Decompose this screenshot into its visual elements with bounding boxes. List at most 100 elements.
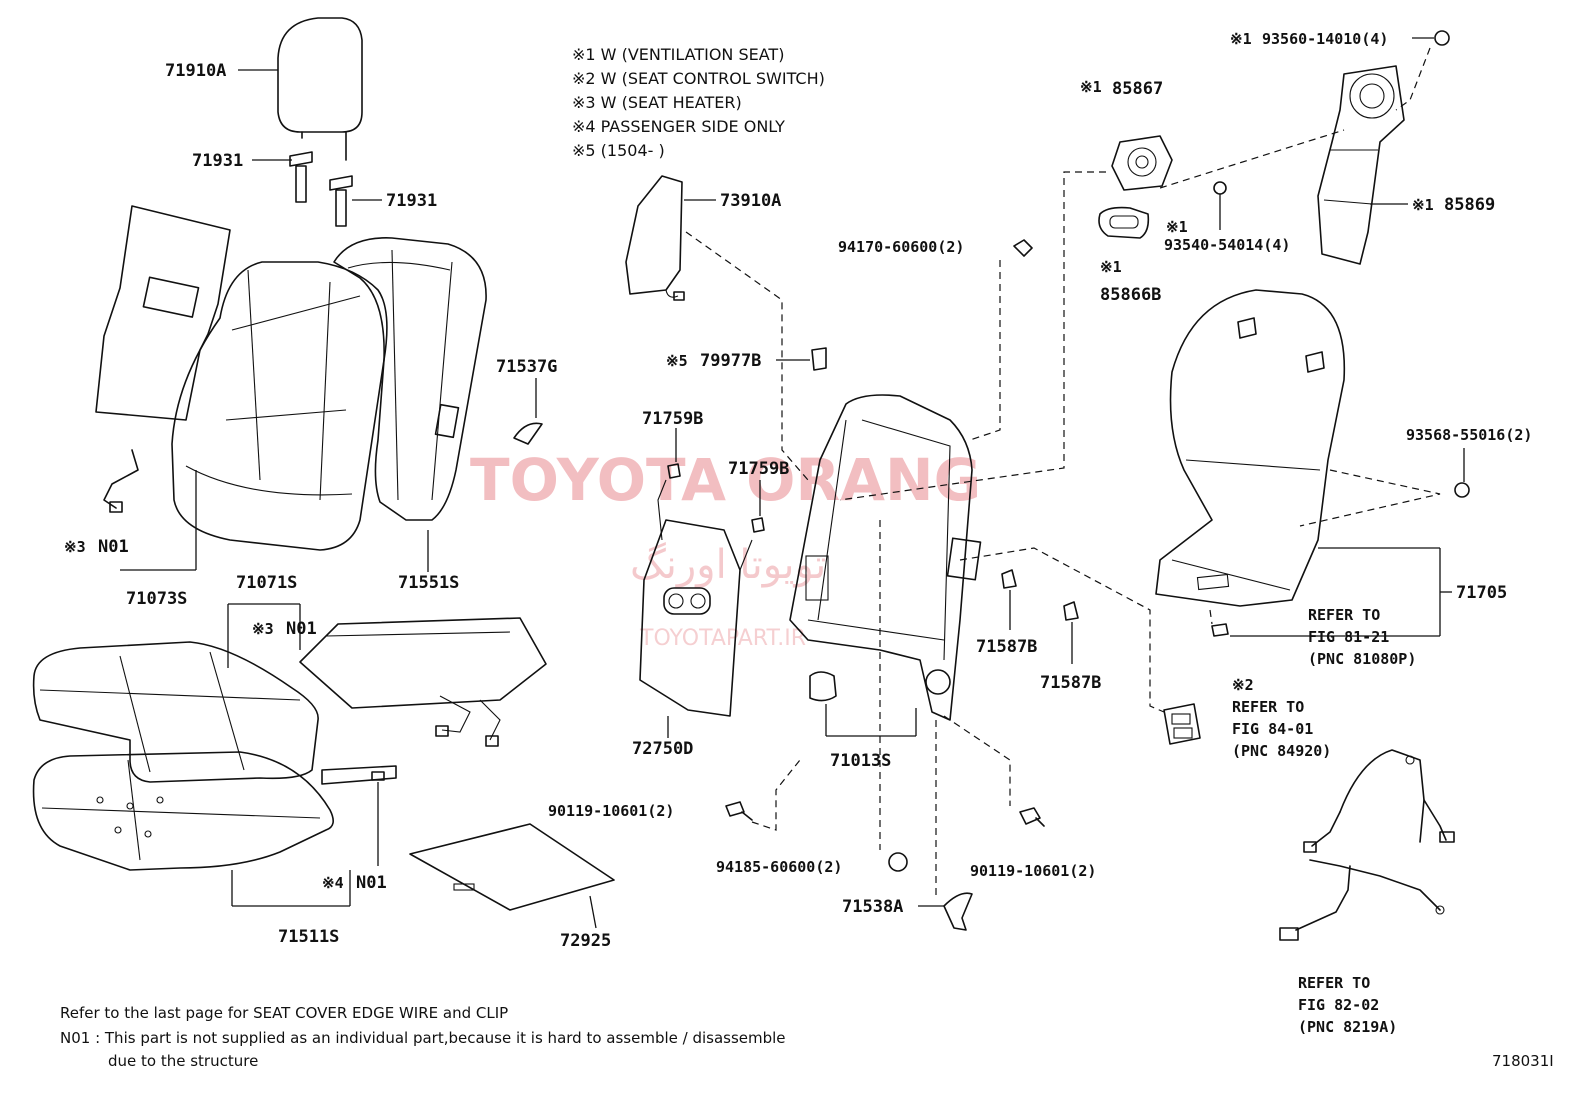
mark-N01-c: ※4 xyxy=(322,874,344,892)
part-94185-drawing xyxy=(879,520,908,872)
label-85866B: 85866B xyxy=(1100,285,1161,305)
label-71073S: 71073S xyxy=(126,589,187,609)
label-71759B-a: 71759B xyxy=(642,409,703,429)
seatback-heater-drawing xyxy=(95,205,231,571)
note-3: ※3 W (SEAT HEATER) xyxy=(572,93,742,112)
seatback-frame-drawing xyxy=(789,394,982,737)
watermark-site: TOYOTAPART.IR xyxy=(639,626,806,651)
label-72925: 72925 xyxy=(560,931,611,951)
cushion-pad-drawing xyxy=(32,751,351,907)
mark-switch: ※2 xyxy=(1232,676,1254,694)
part-71538A-drawing xyxy=(918,720,973,931)
label-N01-c: N01 xyxy=(356,873,387,893)
note-4: ※4 PASSENGER SIDE ONLY xyxy=(572,117,785,136)
label-79977B: 79977B xyxy=(700,351,761,371)
wire-harness-drawing xyxy=(1279,749,1455,941)
label-71705: 71705 xyxy=(1456,583,1507,603)
refer-84-line2: FIG 84-01 xyxy=(1232,720,1313,738)
label-85867: 85867 xyxy=(1112,79,1163,99)
part-93540-drawing xyxy=(1213,181,1227,230)
refer-81-line1: REFER TO xyxy=(1308,606,1380,624)
label-71910A: 71910A xyxy=(165,61,226,81)
refer-fig-82-02: REFER TO FIG 82-02 (PNC 8219A) xyxy=(1298,974,1397,1036)
label-94185: 94185-60600(2) xyxy=(716,858,842,876)
figure-id: 718031I xyxy=(1492,1052,1554,1070)
seatback-board-drawing xyxy=(1155,289,1452,637)
mark-93540: ※1 xyxy=(1166,218,1188,236)
label-71071S: 71071S xyxy=(236,573,297,593)
label-90119-a: 90119-10601(2) xyxy=(548,802,674,820)
watermark-farsi: تویوتا اورنگ xyxy=(630,542,826,588)
refer-81-line2: FIG 81-21 xyxy=(1308,628,1389,646)
label-93560: 93560-14010(4) xyxy=(1262,30,1388,48)
cushion-heater-drawing xyxy=(299,617,547,747)
refer-fig-81-21: REFER TO FIG 81-21 (PNC 81080P) xyxy=(1308,606,1416,668)
label-71538A: 71538A xyxy=(842,897,903,917)
label-85869: 85869 xyxy=(1444,195,1495,215)
note-1: ※1 W (VENTILATION SEAT) xyxy=(572,45,784,64)
footer-line-3: due to the structure xyxy=(108,1052,258,1070)
mark-79977B: ※5 xyxy=(666,352,688,370)
refer-fig-84-01: REFER TO FIG 84-01 (PNC 84920) xyxy=(1232,698,1331,760)
part-90119-left-drawing xyxy=(725,759,801,831)
label-90119-b: 90119-10601(2) xyxy=(970,862,1096,880)
label-71759B-b: 71759B xyxy=(728,459,789,479)
label-71587B-b: 71587B xyxy=(1040,673,1101,693)
headrest-drawing xyxy=(238,17,363,161)
mark-85867: ※1 xyxy=(1080,78,1102,96)
footer-line-2: N01 : This part is not supplied as an in… xyxy=(60,1029,786,1047)
refer-84-line1: REFER TO xyxy=(1232,698,1304,716)
label-73910A: 73910A xyxy=(720,191,781,211)
ventilation-fan-drawing xyxy=(839,129,1345,501)
part-71759B-drawing xyxy=(667,428,765,533)
part-72925-drawing xyxy=(409,823,615,929)
notes-legend: ※1 W (VENTILATION SEAT) ※2 W (SEAT CONTR… xyxy=(572,45,825,160)
mark-93560: ※1 xyxy=(1230,30,1252,48)
refer-82-line3: (PNC 8219A) xyxy=(1298,1018,1397,1036)
label-N01-a: N01 xyxy=(98,537,129,557)
refer-82-line2: FIG 82-02 xyxy=(1298,996,1379,1014)
part-71537G-drawing xyxy=(513,378,543,445)
part-94170-drawing xyxy=(969,239,1033,441)
seatback-frame-cover-drawing xyxy=(333,237,487,572)
mark-N01-b: ※3 xyxy=(252,620,274,638)
cushion-cover-drawing xyxy=(32,603,319,783)
label-93568: 93568-55016(2) xyxy=(1406,426,1532,444)
mark-N01-a: ※3 xyxy=(64,538,86,556)
seat-switch-drawing xyxy=(959,547,1201,745)
watermark: TOYOTA ORANG تویوتا اورنگ TOYOTAPART.IR xyxy=(470,446,981,651)
headrest-support-drawing xyxy=(252,151,382,227)
part-79977B-drawing xyxy=(776,347,827,371)
label-71537G: 71537G xyxy=(496,357,557,377)
refer-84-line3: (PNC 84920) xyxy=(1232,742,1331,760)
refer-81-line3: (PNC 81080P) xyxy=(1308,650,1416,668)
occupant-sensor-drawing xyxy=(321,765,397,866)
part-93560-drawing xyxy=(1395,30,1450,111)
footer-line-1: Refer to the last page for SEAT COVER ED… xyxy=(60,1004,508,1022)
label-71551S: 71551S xyxy=(398,573,459,593)
label-71931-b: 71931 xyxy=(386,191,437,211)
part-71587B-drawing xyxy=(1001,569,1079,664)
part-90119-right-drawing xyxy=(943,715,1045,827)
part-93568-drawing xyxy=(1454,448,1470,498)
label-94170: 94170-60600(2) xyxy=(838,238,964,256)
label-71931-a: 71931 xyxy=(192,151,243,171)
note-5: ※5 (1504- ) xyxy=(572,141,665,160)
note-2: ※2 W (SEAT CONTROL SWITCH) xyxy=(572,69,825,88)
label-71587B-a: 71587B xyxy=(976,637,1037,657)
footer-notes: Refer to the last page for SEAT COVER ED… xyxy=(60,1004,786,1070)
seatback-cover-drawing xyxy=(171,261,388,551)
mark-85866B: ※1 xyxy=(1100,258,1122,276)
part-73910A-drawing xyxy=(625,175,809,481)
refer-82-line1: REFER TO xyxy=(1298,974,1370,992)
label-93540: 93540-54014(4) xyxy=(1164,236,1290,254)
label-71511S: 71511S xyxy=(278,927,339,947)
part-72750D-drawing xyxy=(639,479,753,738)
mark-85869: ※1 xyxy=(1412,196,1434,214)
watermark-main: TOYOTA ORANG xyxy=(470,446,981,514)
label-72750D: 72750D xyxy=(632,739,693,759)
air-duct-drawing xyxy=(1317,65,1408,265)
label-71013S: 71013S xyxy=(830,751,891,771)
label-N01-b: N01 xyxy=(286,619,317,639)
